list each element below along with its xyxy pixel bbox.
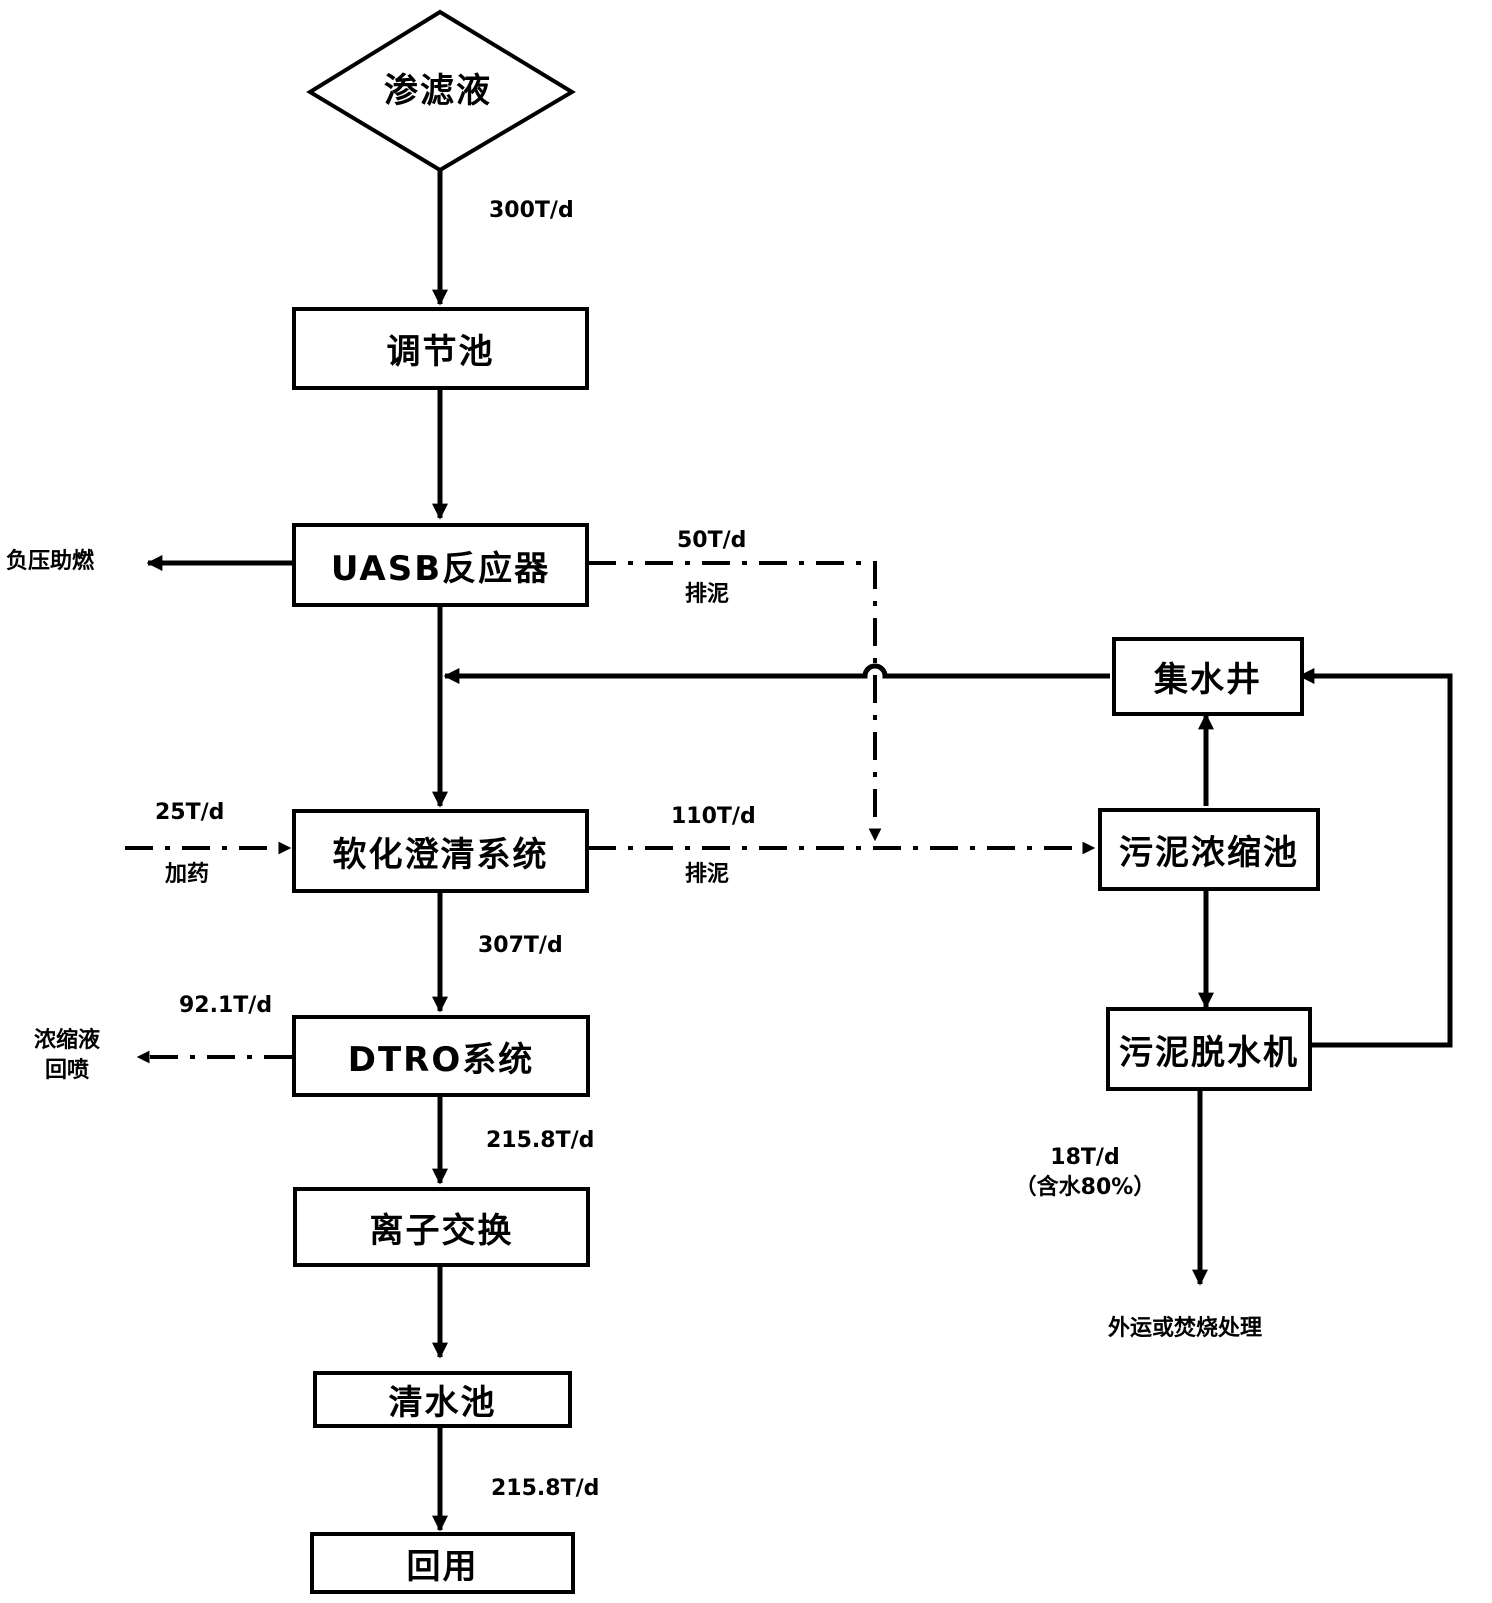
flow-label-25: 25T/d [155,800,225,825]
sludge-thickener-box: 污泥浓缩池 [1098,808,1320,891]
flow-label-215-upper: 215.8T/d [486,1128,595,1153]
reuse-box: 回用 [310,1532,575,1594]
negative-pressure-label: 负压助燃 [6,549,95,574]
dashed-uasb-sludge-line [588,561,882,842]
leachate-diamond [306,9,576,173]
ion-exchange-box: 离子交换 [293,1187,590,1267]
dtro-system-box: DTRO系统 [292,1015,590,1097]
flow-label-50: 50T/d [677,528,747,553]
regulating-tank-box: 调节池 [292,307,589,390]
concentrate-label-line2: 回喷 [44,1057,89,1083]
flow-label-92: 92.1T/d [179,993,273,1018]
sludge-discharge-label-uasb: 排泥 [685,582,730,607]
flow-label-300: 300T/d [489,198,574,223]
clear-water-tank-box: 清水池 [313,1371,572,1428]
sludge-dewatering-box: 污泥脱水机 [1106,1007,1312,1091]
uasb-reactor-box: UASB反应器 [292,523,589,607]
flow-label-307: 307T/d [478,933,563,958]
dosing-label: 加药 [165,862,210,887]
flow-label-18: 18T/d [1050,1145,1120,1170]
concentrate-label-line1: 浓缩液 [33,1028,100,1053]
disposal-label: 外运或焚烧处理 [1108,1316,1263,1341]
flow-label-110: 110T/d [671,804,756,829]
sludge-output-label: 18T/d （含水80%） [1005,1143,1165,1202]
softening-clarification-box: 软化澄清系统 [292,809,589,893]
water-content-label: （含水80%） [1014,1174,1156,1200]
arrow-dewatering-to-collection-well [1298,667,1453,1048]
arrow-collection-well-to-trunk [443,663,1110,685]
sludge-discharge-label-softening: 排泥 [685,862,730,887]
flow-label-215-lower: 215.8T/d [491,1476,600,1501]
leachate-label: 渗滤液 [384,71,492,111]
concentrate-recirculation-label: 浓缩液 回喷 [22,1026,112,1085]
collection-well-box: 集水井 [1112,637,1304,716]
